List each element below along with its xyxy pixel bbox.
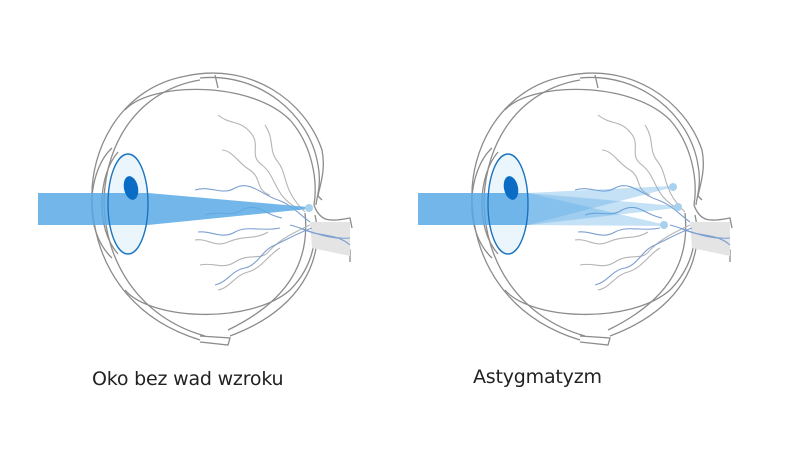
focus-point-upper <box>669 183 677 191</box>
light-beam-middle <box>528 193 676 225</box>
pupil <box>503 176 519 200</box>
focus-point-middle <box>674 203 682 211</box>
focus-point <box>305 204 313 212</box>
retina-vessels-blue <box>574 185 731 286</box>
normal-eye-diagram <box>0 0 400 360</box>
eye-cross-section-illustration <box>38 72 353 346</box>
retina-vessels-gray <box>194 114 311 291</box>
light-beam-lower <box>528 193 662 226</box>
light-beam-upper <box>528 186 670 225</box>
pupil <box>123 176 139 200</box>
astigmatism-eye-diagram <box>380 0 780 360</box>
optic-nerve <box>690 222 730 256</box>
eye-cross-section-illustration <box>418 72 733 346</box>
light-beam <box>38 193 308 225</box>
optic-nerve <box>310 222 350 256</box>
astigmatism-caption: Astygmatyzm <box>473 366 602 388</box>
retina-vessels-gray <box>574 114 691 291</box>
lens <box>487 153 529 255</box>
light-beam <box>418 193 528 225</box>
lens <box>107 153 149 255</box>
normal-eye-caption: Oko bez wad wzroku <box>92 368 284 390</box>
focus-point-lower <box>660 221 668 229</box>
